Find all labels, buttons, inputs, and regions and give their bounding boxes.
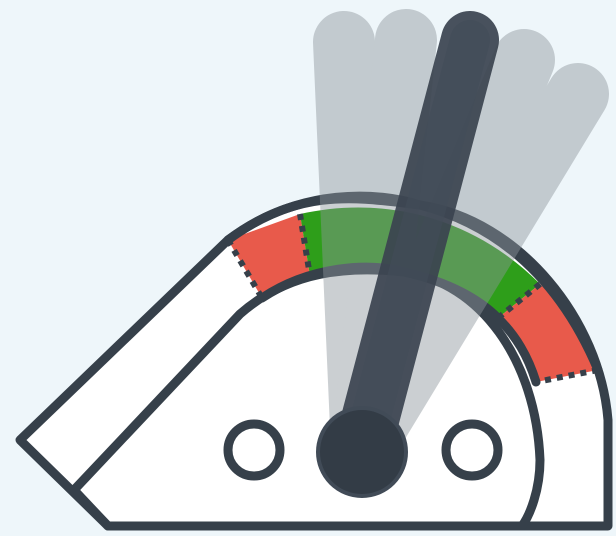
lever-pivot <box>318 408 406 496</box>
